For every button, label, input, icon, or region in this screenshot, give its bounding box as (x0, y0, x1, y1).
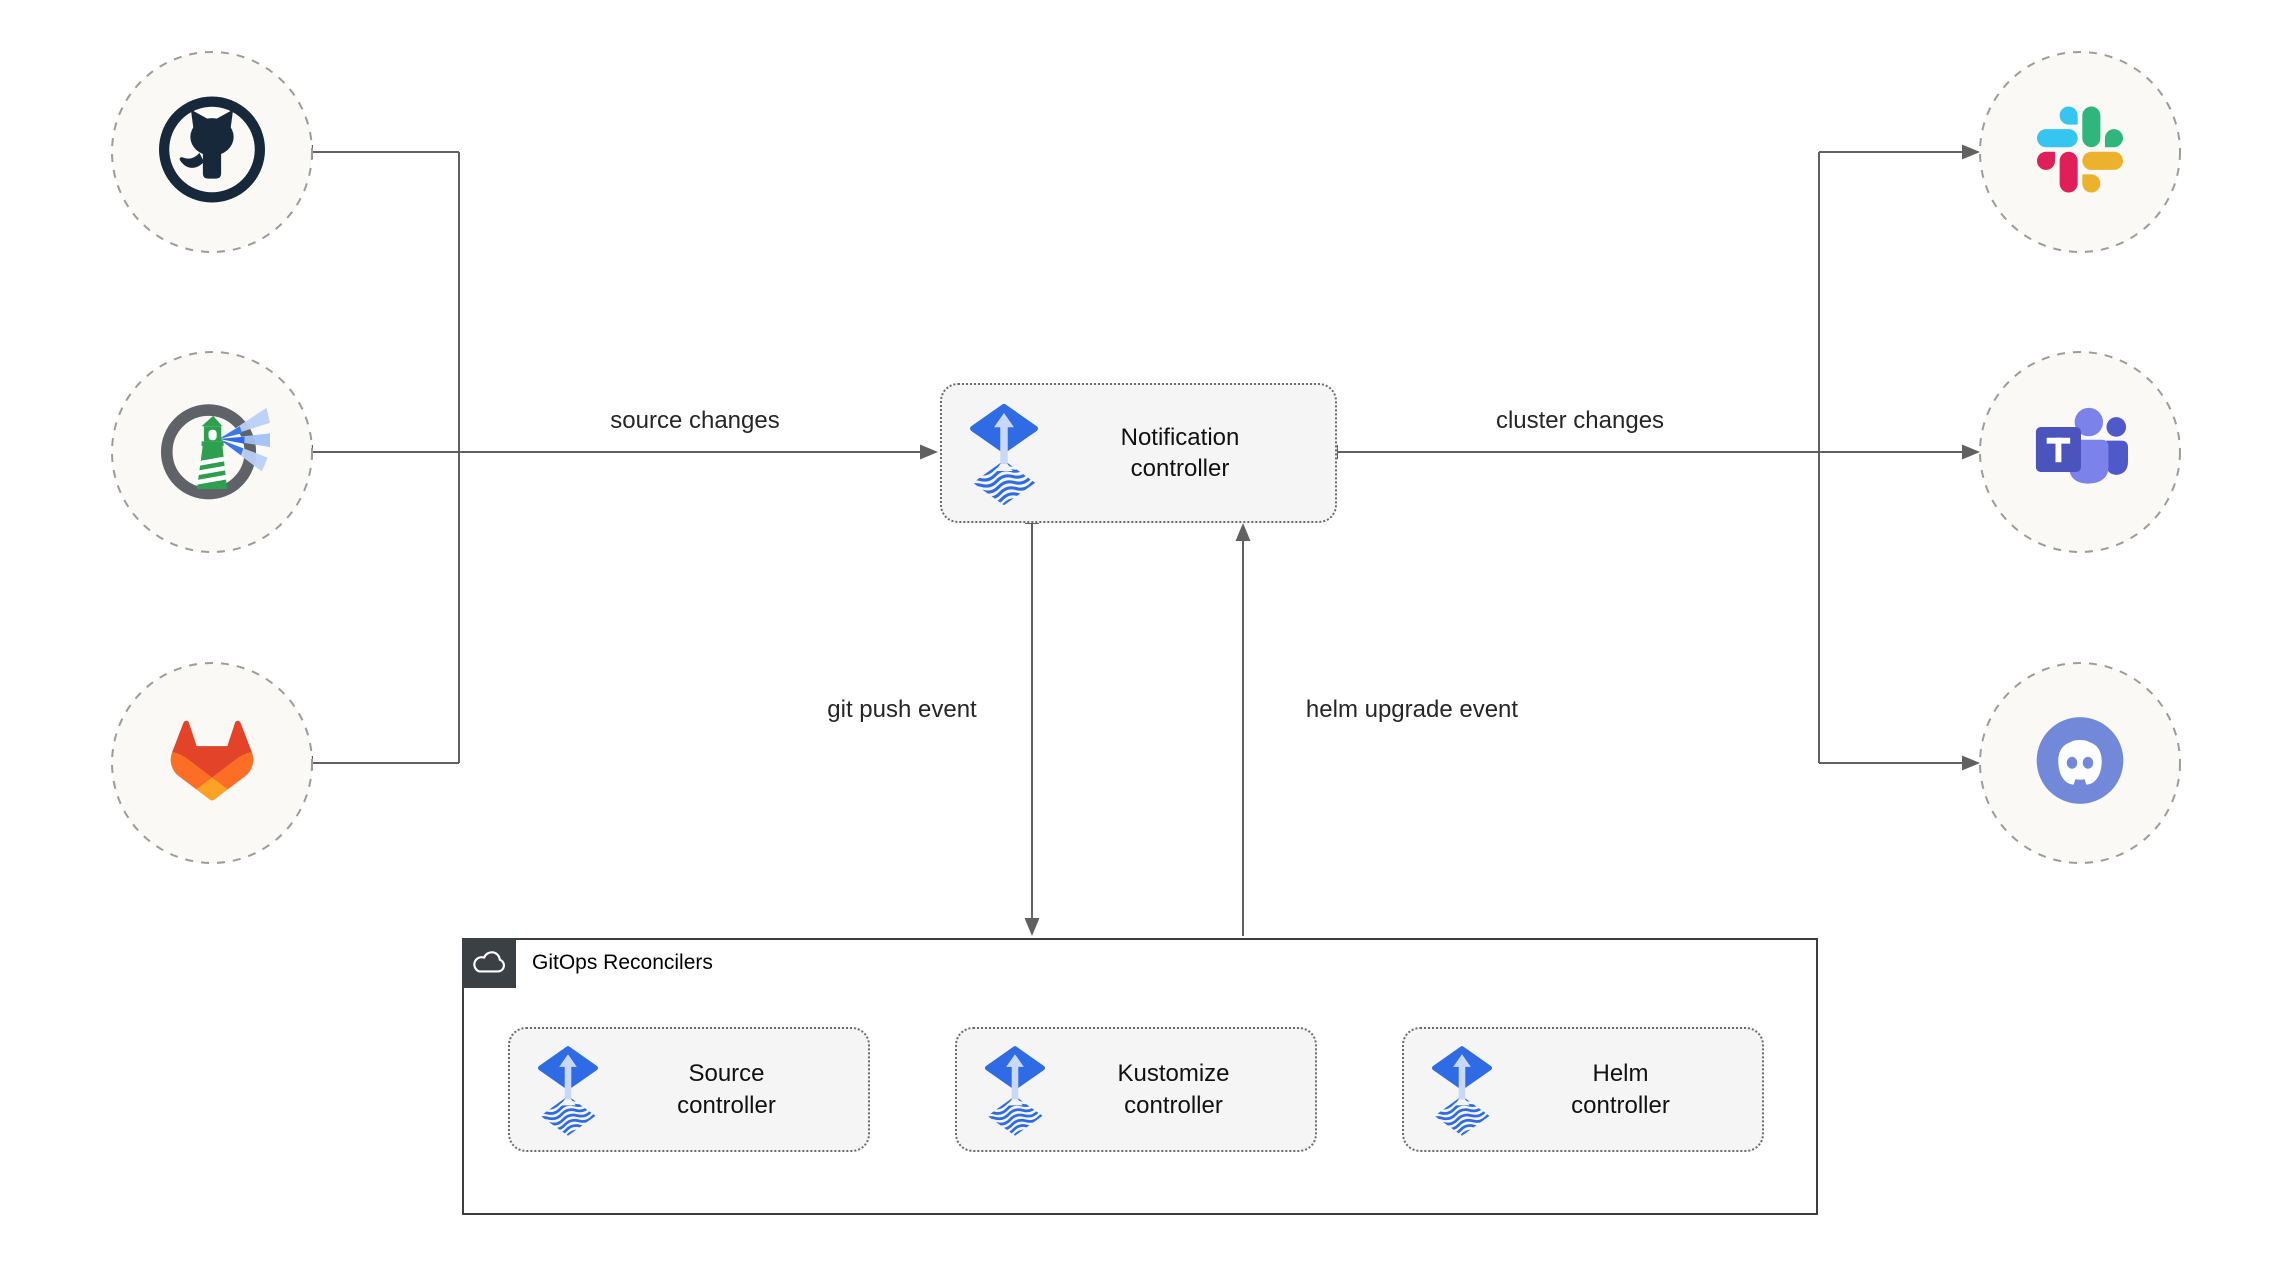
helm-controller-label: Helm controller (1571, 1060, 1670, 1119)
slack-icon (2037, 106, 2123, 198)
flux-icon (537, 1041, 599, 1139)
target-node-ms-teams (2026, 401, 2134, 504)
flux-icon (1431, 1041, 1493, 1139)
lighthouse-registry-icon (154, 392, 272, 513)
target-node-slack (2037, 106, 2123, 198)
helm-controller-node: Helm controller (1402, 1027, 1764, 1152)
edge-label-git-push-event: git push event (827, 696, 977, 723)
flux-icon (984, 1041, 1046, 1139)
cloud-icon (462, 938, 516, 988)
discord-icon (2023, 704, 2137, 823)
github-icon (155, 93, 269, 212)
gitops-reconcilers-label: GitOps Reconcilers (532, 951, 713, 974)
source-node-gitlab (156, 709, 268, 817)
edge-label-helm-upgrade-event: helm upgrade event (1305, 696, 1519, 723)
kustomize-controller-label: Kustomize controller (1117, 1060, 1230, 1119)
source-node-github (155, 93, 269, 212)
notification-controller-label: Notification controller (1120, 423, 1240, 482)
flux-icon (969, 398, 1039, 509)
target-node-discord (2023, 704, 2137, 823)
gitlab-icon (156, 709, 268, 817)
ms-teams-icon (2026, 401, 2134, 504)
notification-controller-node: Notification controller (940, 383, 1337, 523)
edge-label-cluster-changes: cluster changes (1495, 407, 1665, 434)
kustomize-controller-node: Kustomize controller (955, 1027, 1317, 1152)
source-node-registry (154, 392, 272, 513)
edge-label-source-changes: source changes (610, 407, 780, 434)
source-controller-node: Source controller (508, 1027, 870, 1152)
source-controller-label: Source controller (677, 1060, 776, 1119)
